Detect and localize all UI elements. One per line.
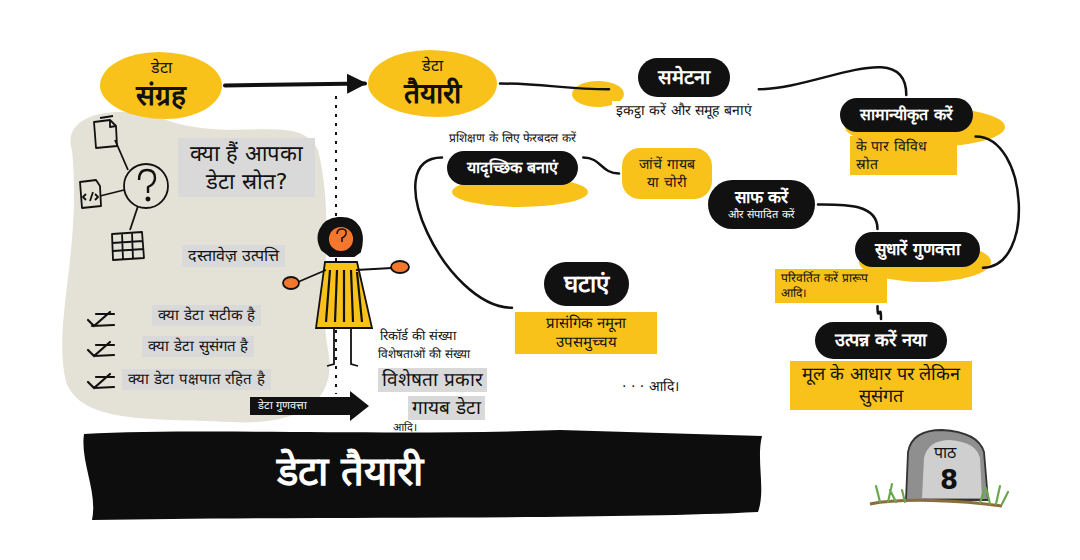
quality-item: आदि।: [393, 421, 417, 435]
note-box: दस्तावेज़ उत्पत्ति: [182, 245, 285, 267]
step-node: घटाएं प्रासंगिक नमूना उपसमुच्चय: [515, 262, 657, 354]
check-item: क्या डेटा सटीक है: [152, 305, 261, 326]
label-holder: विशेषता प्रकार: [378, 368, 487, 392]
label-holder: डेटा गुणवत्ता: [256, 399, 310, 413]
label-holder: क्या हैं आपका डेटा स्रोत?: [178, 138, 315, 197]
node-note: संग्रह: [136, 78, 186, 113]
quality-item: विशेषता प्रकार: [378, 368, 487, 392]
node-title: जांचें गायब या चोरी: [632, 156, 702, 191]
node-title: सामान्यीकृत करें: [860, 105, 953, 125]
node-title: डेटा: [151, 58, 172, 78]
title-band: [83, 430, 762, 520]
lesson-label: पाठ: [934, 443, 956, 463]
label-holder: क्या डेटा पक्षपात रहित है: [122, 369, 271, 390]
oval-shape: समेटना: [638, 58, 730, 97]
oval-shape: यादृच्छिक बनाएं: [447, 151, 579, 185]
step-node: सामान्यीकृत करें के पार विविध स्रोत: [840, 98, 973, 175]
check-item: क्या डेटा पक्षपात रहित है: [122, 369, 271, 390]
stage-blob: डेटातैयारी: [368, 50, 497, 117]
etc-note: · · · आदि।: [622, 378, 679, 396]
connector-line: [500, 84, 609, 90]
node-note: यादृच्छिक बनाएं: [467, 158, 559, 178]
check-marks: [88, 312, 114, 388]
label-holder: · · · आदि।: [622, 378, 679, 396]
lesson-stone: [870, 430, 1008, 506]
node-title: उत्पन्न करें नया: [835, 329, 928, 352]
label-holder: विशेषताओं की संख्या: [378, 347, 470, 362]
step-node: सुधारें गुणवत्ता परिवर्तित करें प्रारूप आ…: [775, 232, 980, 303]
beige-region: [62, 112, 329, 423]
node-title: डेटा: [422, 56, 443, 76]
node-title: प्रशिक्षण के लिए फेरबदल करें: [445, 130, 580, 147]
label-holder: 8: [940, 464, 958, 497]
quality-item: विशेषताओं की संख्या: [378, 347, 470, 362]
check-blob: जांचें गायब या चोरी: [622, 148, 712, 199]
label-holder: क्या डेटा सटीक है: [152, 305, 261, 326]
check-item: क्या डेटा सुसंगत है: [142, 336, 254, 357]
node-note: परिवर्तित करें प्रारूप आदि।: [775, 269, 887, 303]
question-box: क्या हैं आपका डेटा स्रोत?: [178, 138, 315, 197]
node-title: घटाएं: [564, 269, 609, 299]
oval-shape: घटाएं: [544, 262, 629, 306]
label-holder: पाठ: [934, 443, 956, 463]
node-note: प्रासंगिक नमूना उपसमुच्चय: [515, 312, 657, 354]
connector-line: [225, 84, 365, 86]
node-note: तैयारी: [404, 76, 461, 111]
oval-shape: साफ करेंऔर संपादित करें: [708, 180, 815, 229]
diagram-title: डेटा तैयारी: [200, 446, 500, 496]
node-title: साफ करें: [735, 187, 789, 208]
label-holder: रिकॉर्ड की संख्या: [380, 328, 456, 344]
quality-item: रिकॉर्ड की संख्या: [380, 328, 456, 344]
title-holder: डेटा तैयारी: [200, 446, 500, 496]
arrow-label: डेटा गुणवत्ता: [256, 399, 310, 413]
source-icons: [80, 116, 168, 260]
node-note: मूल के आधार पर लेकिन सुसंगत: [790, 361, 972, 410]
connector-line: [759, 67, 906, 95]
quality-arrow: [250, 391, 369, 421]
label-holder: क्या डेटा सुसंगत है: [142, 336, 254, 357]
oval-shape: सुधारें गुणवत्ता: [855, 232, 980, 267]
step-node: प्रशिक्षण के लिए फेरबदल करें यादृच्छिक बन…: [445, 130, 580, 185]
node-note: के पार विविध स्रोत: [850, 136, 957, 175]
stage-blob: डेटासंग्रह: [100, 52, 222, 119]
lesson-number: 8: [940, 464, 958, 497]
connector-line: [818, 204, 878, 229]
step-node: साफ करेंऔर संपादित करें: [708, 180, 815, 229]
step-node: उत्पन्न करें नया मूल के आधार पर लेकिन सुस…: [790, 322, 972, 410]
node-note: और संपादित करें: [728, 208, 795, 222]
oval-shape: उत्पन्न करें नया: [815, 322, 948, 359]
label-holder: दस्तावेज़ उत्पत्ति: [182, 245, 285, 267]
quality-item: गायब डेटा: [408, 396, 485, 420]
oval-shape: सामान्यीकृत करें: [840, 98, 973, 132]
node-title: समेटना: [658, 65, 710, 90]
label-holder: गायब डेटा: [408, 396, 485, 420]
node-title: सुधारें गुणवत्ता: [875, 239, 960, 260]
connector-line: [583, 158, 619, 174]
label-holder: आदि।: [393, 421, 417, 435]
connector-line: [976, 137, 1019, 268]
node-note: इकट्ठा करें और समूह बनाएं: [612, 101, 756, 121]
connector-line: [878, 306, 882, 319]
step-node: समेटना इकट्ठा करें और समूह बनाएं: [612, 58, 756, 121]
